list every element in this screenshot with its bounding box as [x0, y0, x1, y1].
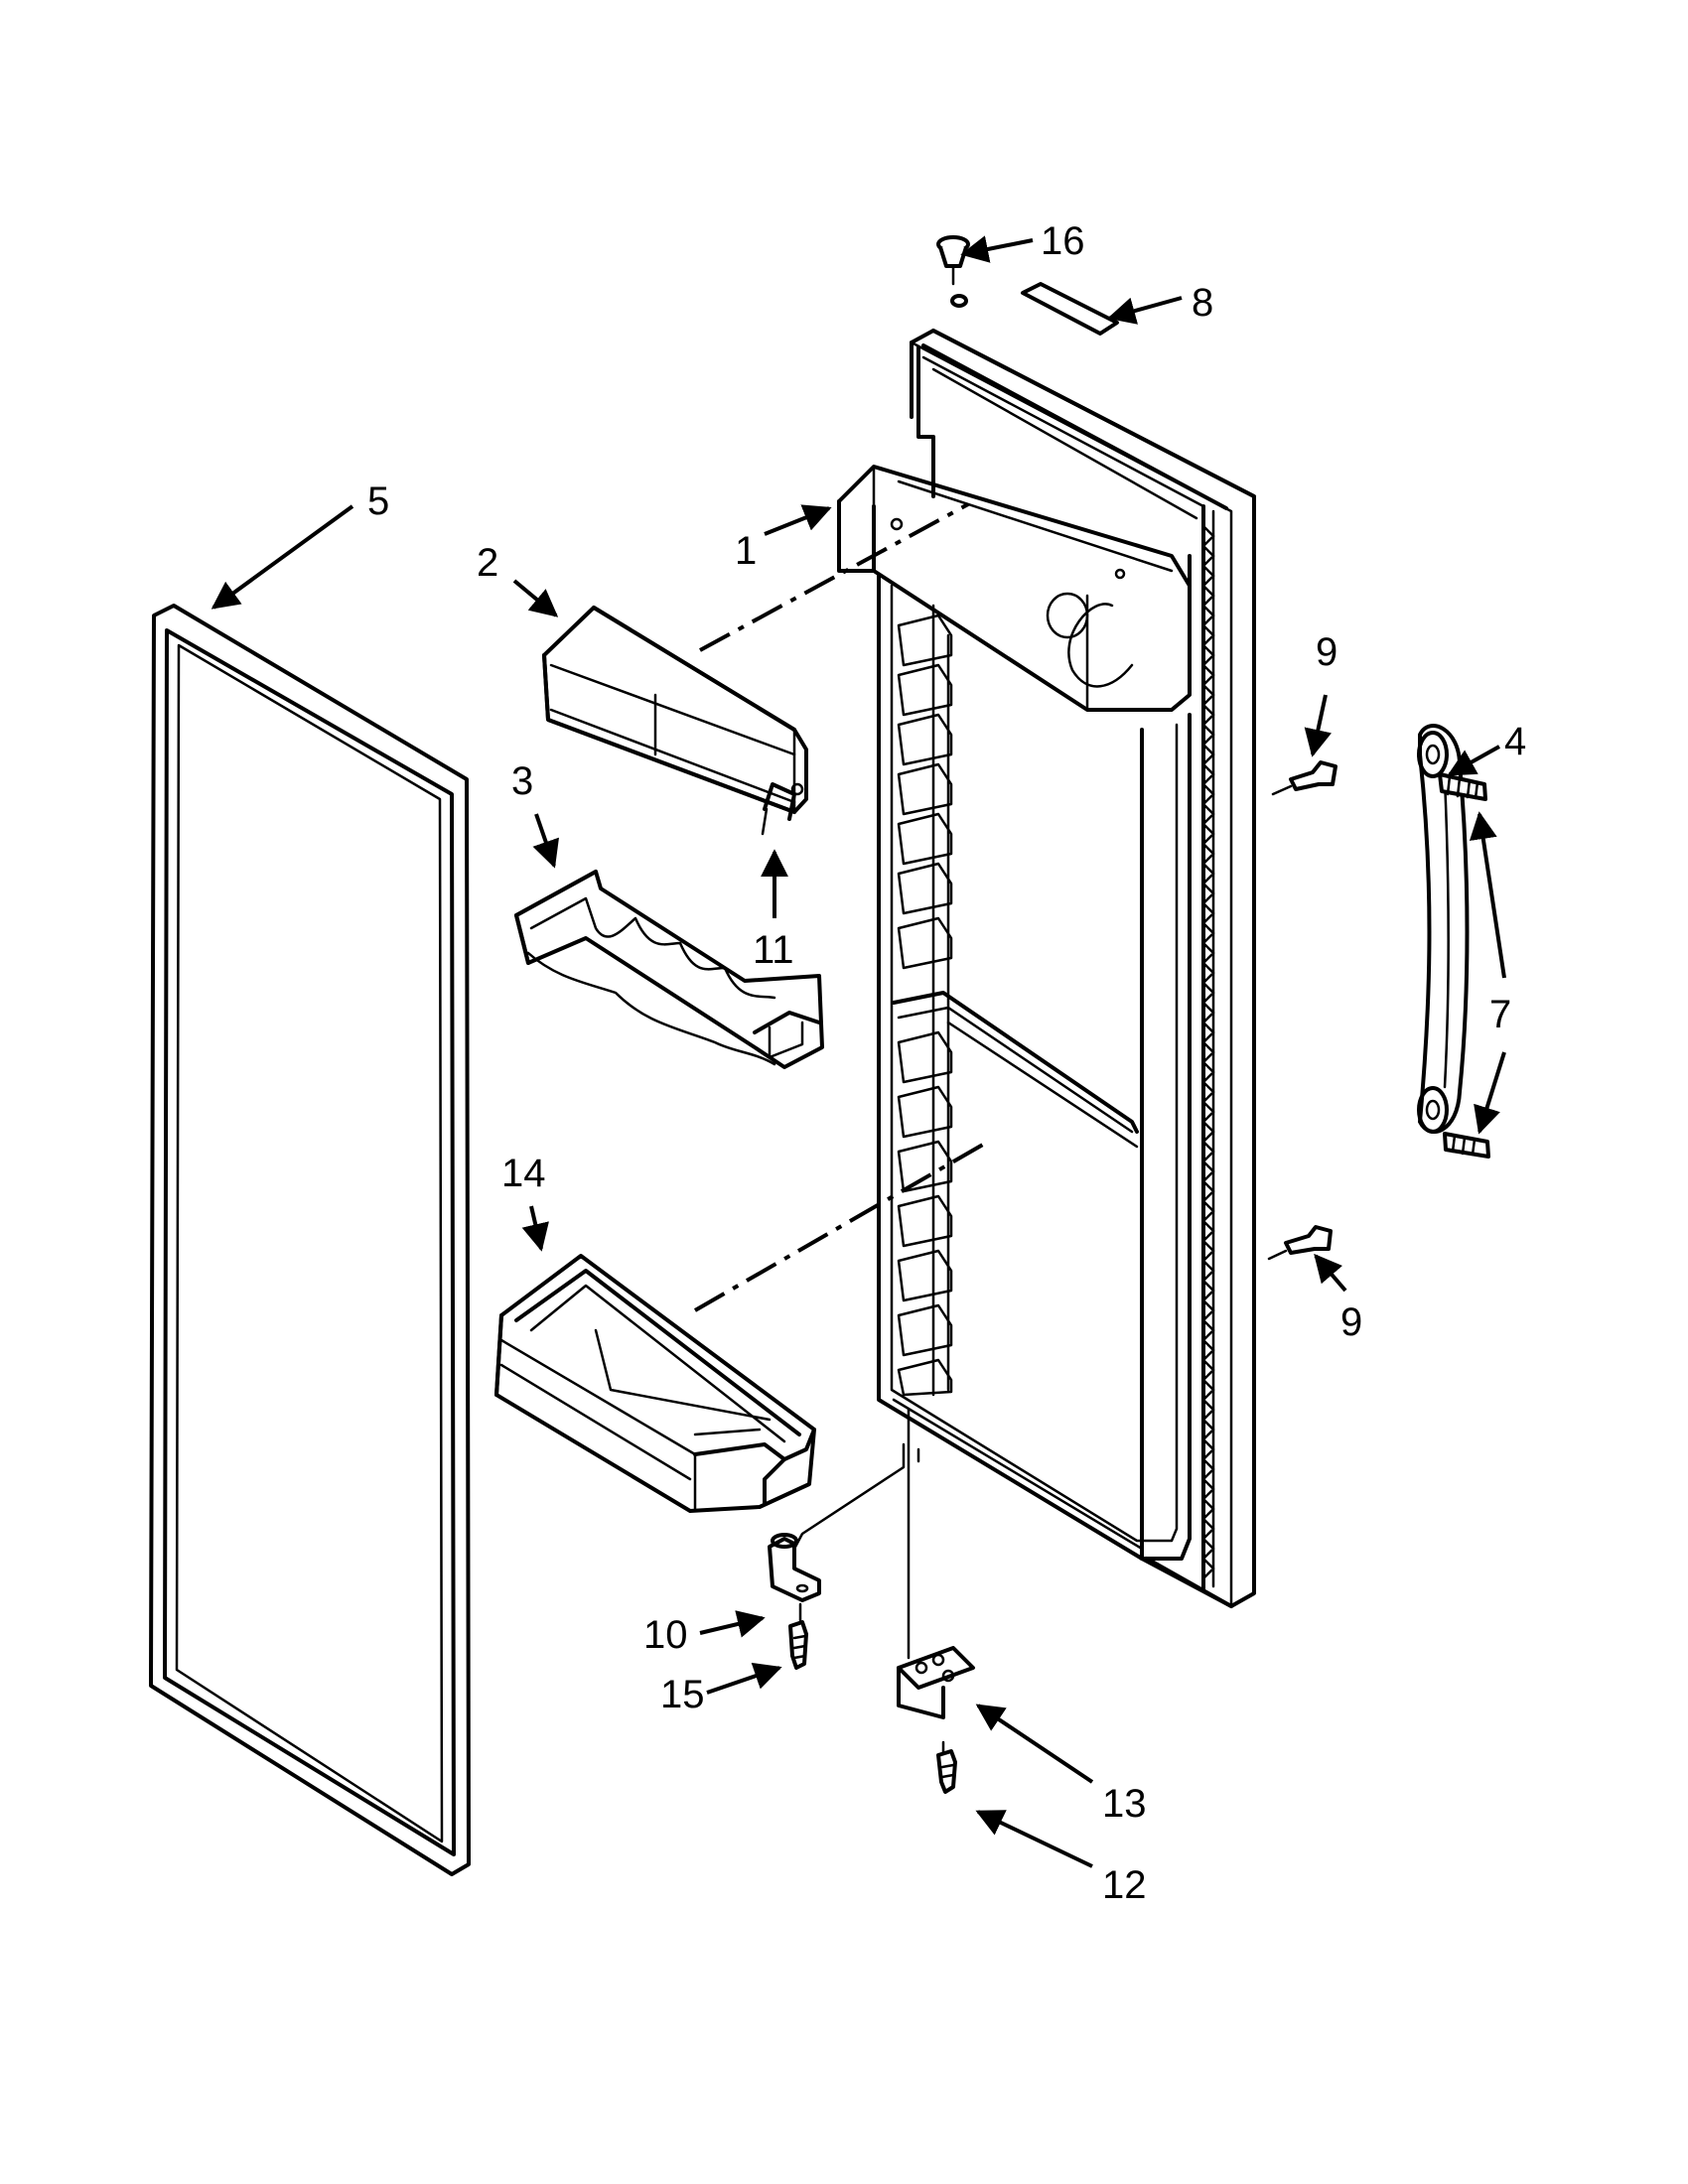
- callout-4: 4: [1504, 720, 1526, 763]
- bracket-screw: [936, 1740, 957, 1794]
- callout-12: 12: [1102, 1863, 1147, 1907]
- leader-lines: [211, 235, 1506, 1868]
- callout-16: 16: [1041, 219, 1085, 263]
- door-handle: [1417, 724, 1470, 1134]
- callout-8: 8: [1192, 281, 1213, 325]
- callout-7: 7: [1489, 993, 1511, 1036]
- callout-14: 14: [501, 1152, 546, 1195]
- hinge-screw: [788, 1602, 808, 1670]
- callout-labels: 16 8 5 2 1 9 4 3 11 7 14 9 10 15 13 12: [367, 219, 1526, 1907]
- dairy-door: [542, 606, 808, 836]
- callout-15: 15: [660, 1673, 705, 1716]
- callout-13: 13: [1102, 1782, 1147, 1826]
- shelf-clips: [897, 614, 953, 1397]
- callout-2: 2: [477, 541, 498, 585]
- callout-3: 3: [511, 759, 533, 803]
- assembly-lines: [694, 502, 989, 1463]
- callout-10: 10: [643, 1613, 688, 1657]
- callout-9-lower: 9: [1340, 1300, 1362, 1344]
- callout-1: 1: [735, 529, 757, 573]
- hinge-bracket: [897, 1408, 975, 1719]
- callout-5: 5: [367, 479, 389, 523]
- handle-screws: [1438, 772, 1490, 1159]
- door-label: [1021, 282, 1119, 336]
- door-plug: [936, 235, 970, 308]
- handle-mount-screws: [1267, 760, 1337, 1261]
- refrigerator-door: [837, 329, 1256, 1608]
- callout-9-upper: 9: [1316, 630, 1337, 674]
- door-bin: [494, 1254, 816, 1513]
- callout-11: 11: [753, 928, 794, 972]
- door-gasket: [149, 604, 471, 1876]
- lower-hinge-pin: [768, 1442, 906, 1602]
- door-rack: [514, 870, 824, 1069]
